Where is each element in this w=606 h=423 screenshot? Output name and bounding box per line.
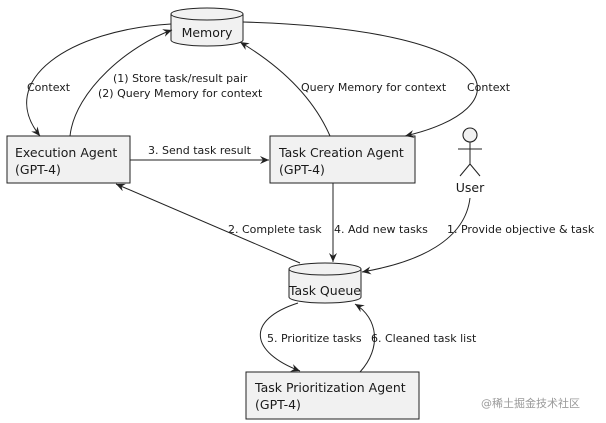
execution-agent-model: (GPT-4) — [15, 162, 61, 177]
task-creation-agent-node: Task Creation Agent (GPT-4) — [269, 135, 416, 184]
edge-label-creation-to-queue: 4. Add new tasks — [334, 223, 428, 236]
edge-prioritization-to-queue — [354, 303, 375, 373]
edge-label-queue-to-prioritization: 5. Prioritize tasks — [267, 332, 362, 345]
edge-label-memory-to-execution: Context — [27, 81, 71, 94]
execution-agent-node: Execution Agent (GPT-4) — [6, 135, 131, 184]
edge-memory-to-creation — [242, 21, 478, 138]
edge-label-memory-to-creation: Context — [467, 81, 511, 94]
edge-user-to-queue — [361, 197, 471, 275]
task-queue-node: Task Queue — [288, 262, 362, 304]
edge-label-queue-to-execution: 2. Complete task — [228, 223, 322, 236]
task-creation-agent-label: Task Creation Agent — [278, 145, 404, 160]
user-label: User — [456, 180, 485, 195]
edge-label-execution-to-creation: 3. Send task result — [148, 144, 252, 157]
task-creation-agent-model: (GPT-4) — [279, 162, 325, 177]
edge-label-creation-to-memory: Query Memory for context — [301, 81, 447, 94]
edge-label-user-to-queue: 1. Provide objective & task — [447, 223, 595, 236]
user-icon — [462, 127, 478, 143]
edge-creation-to-memory — [239, 41, 331, 137]
task-prioritization-agent-label: Task Prioritization Agent — [254, 380, 406, 395]
memory-node: Memory — [170, 7, 244, 47]
task-prioritization-agent-model: (GPT-4) — [255, 397, 301, 412]
edge-memory-to-execution — [26, 23, 172, 137]
user-actor: User — [456, 127, 485, 195]
edge-queue-to-prioritization — [259, 302, 301, 372]
edge-label-prioritization-to-queue: 6. Cleaned task list — [371, 332, 477, 345]
task-prioritization-agent-node: Task Prioritization Agent (GPT-4) — [245, 371, 420, 420]
edge-label-execution-to-memory-1: (1) Store task/result pair — [113, 72, 248, 85]
task-queue-label: Task Queue — [288, 283, 361, 298]
execution-agent-label: Execution Agent — [15, 145, 117, 160]
edge-label-execution-to-memory-2: (2) Query Memory for context — [98, 87, 263, 100]
edge-execution-to-memory — [69, 29, 173, 137]
watermark: @稀土掘金技术社区 — [481, 396, 580, 410]
memory-label: Memory — [182, 25, 233, 40]
edge-queue-to-execution — [115, 183, 301, 264]
